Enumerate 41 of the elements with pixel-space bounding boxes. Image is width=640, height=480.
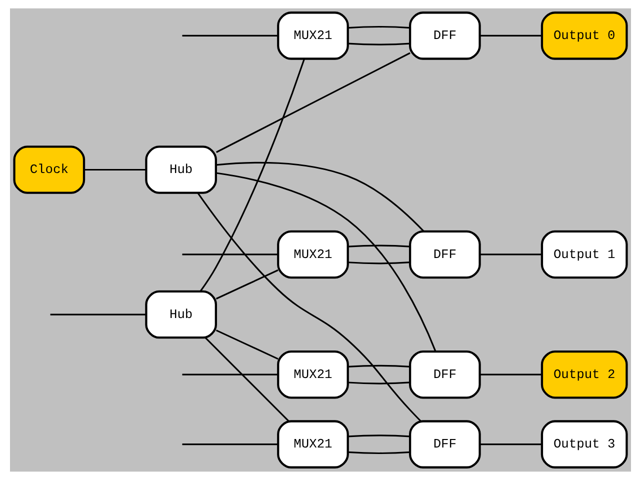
connector <box>50 314 146 316</box>
connector <box>199 58 305 292</box>
node-box: MUX21 <box>276 12 348 60</box>
connector <box>215 52 410 153</box>
node-box: MUX21 <box>276 230 348 279</box>
node-box: Hub <box>144 146 216 194</box>
connector <box>204 337 289 422</box>
connector <box>182 34 278 36</box>
node-box: MUX21 <box>276 350 348 399</box>
node-box: DFF <box>408 230 480 279</box>
node-box: DFF <box>408 420 480 468</box>
connector <box>216 162 424 232</box>
connector <box>348 451 410 454</box>
connector <box>182 444 278 446</box>
connector <box>479 34 542 36</box>
connector <box>479 374 542 376</box>
node-box: DFF <box>408 12 480 60</box>
connector <box>182 254 278 256</box>
connector <box>84 168 146 171</box>
node-box: Output 0 <box>540 12 628 60</box>
connector <box>215 330 278 360</box>
node-box: Clock <box>12 146 85 194</box>
connector <box>479 444 542 446</box>
connector <box>348 434 410 438</box>
node-box: DFF <box>408 350 480 399</box>
node-box: Output 3 <box>540 420 628 468</box>
connector <box>182 374 278 376</box>
connector <box>348 364 410 368</box>
connector <box>196 192 421 422</box>
node-box: Hub <box>144 290 216 339</box>
node-box: Output 1 <box>540 230 628 279</box>
node-box: MUX21 <box>276 420 348 468</box>
node-box: Output 2 <box>540 350 628 399</box>
connector <box>479 254 542 256</box>
connector <box>348 26 410 29</box>
connector <box>348 42 410 46</box>
connector <box>215 269 278 300</box>
connector <box>216 172 436 352</box>
connector <box>348 262 410 264</box>
connector <box>348 382 410 384</box>
connector <box>348 244 410 248</box>
